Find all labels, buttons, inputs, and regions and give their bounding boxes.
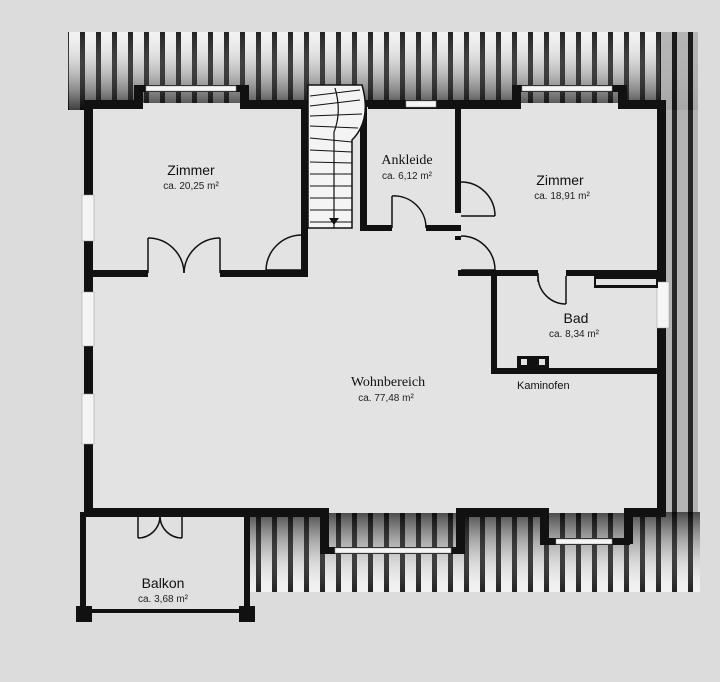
windows	[81, 85, 670, 554]
room-name-zimmer-right: Zimmer	[536, 172, 584, 188]
room-name-ankleide: Ankleide	[381, 153, 432, 168]
room-name-wohnbereich: Wohnbereich	[351, 375, 425, 390]
doors	[137, 181, 567, 539]
room-area-zimmer-left: ca. 20,25 m²	[163, 181, 219, 192]
roof-top	[68, 32, 698, 110]
label-kaminofen: Kaminofen	[517, 380, 570, 392]
room-area-zimmer-right: ca. 18,91 m²	[534, 191, 590, 202]
room-area-bad: ca. 8,34 m²	[549, 329, 600, 340]
room-name-bad: Bad	[564, 310, 589, 326]
room-name-zimmer-left: Zimmer	[167, 162, 215, 178]
balkon-floor	[84, 514, 250, 614]
room-area-wohnbereich: ca. 77,48 m²	[358, 393, 414, 404]
floor-area	[92, 103, 658, 513]
room-name-balkon: Balkon	[142, 575, 185, 591]
balkon-railing	[76, 512, 255, 622]
room-area-ankleide: ca. 6,12 m²	[382, 171, 433, 182]
staircase	[307, 84, 367, 229]
room-area-balkon: ca. 3,68 m²	[138, 594, 189, 605]
kaminofen-symbol	[517, 356, 549, 368]
